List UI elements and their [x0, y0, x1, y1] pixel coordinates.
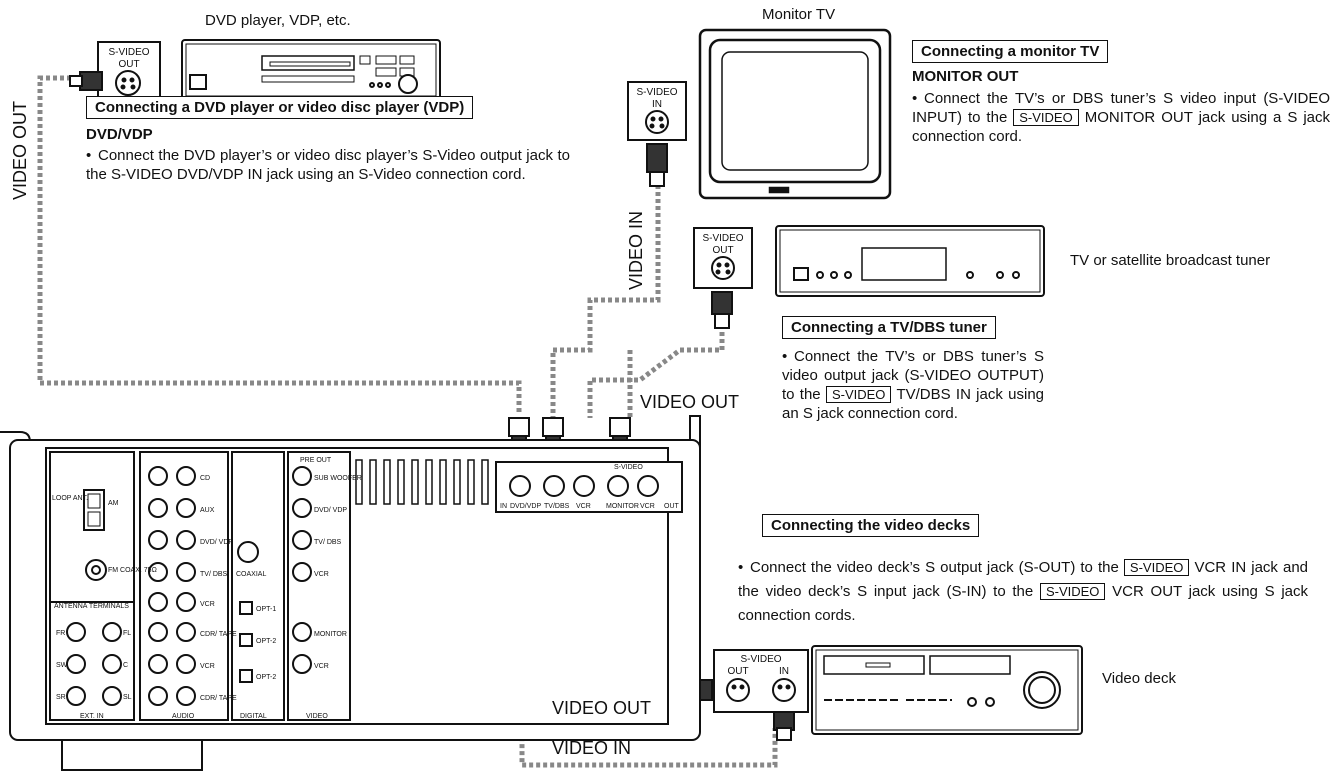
video-deck-caption: Video deck	[1102, 670, 1176, 687]
digital-coaxial: COAXIAL	[236, 571, 266, 578]
audio-tvdbs: TV/ DBS	[200, 571, 228, 578]
receiver-rear-panel	[0, 415, 701, 771]
dvd-video-out-label: VIDEO OUT	[10, 100, 30, 200]
dvd-section-text: •Connect the DVD player’s or video disc …	[86, 147, 570, 183]
video-deck	[811, 645, 1083, 735]
digital-opt2a: OPT-2	[256, 638, 276, 645]
video-tvdbs: TV/ DBS	[314, 539, 342, 546]
tuner-jack-out: OUT	[712, 245, 733, 256]
ext-sr: SR	[56, 694, 66, 701]
video-vcr-out: VCR	[314, 663, 329, 670]
ext-in-label: EXT. IN	[80, 713, 104, 720]
monitor-video-in-label: VIDEO IN	[626, 210, 646, 290]
svideo-dvd-label: DVD/VDP	[510, 503, 541, 510]
tuner-svideo-jack	[693, 227, 753, 329]
svideo-vcr-out-label: VCR	[640, 503, 655, 510]
audio-cd: CD	[200, 475, 210, 482]
tuner-cable	[587, 325, 725, 418]
sub-woofer-label: SUB WOOFER	[314, 475, 362, 482]
audio-cdr-out: CDR/ TAPE	[200, 695, 237, 702]
digital-opt2b: OPT-2	[256, 674, 276, 681]
deck-jack-svideo: S-VIDEO	[740, 654, 781, 665]
audio-label: AUDIO	[172, 713, 195, 720]
dvd-section-header: Connecting a DVD player or video disc pl…	[86, 96, 474, 119]
digital-opt1: OPT-1	[256, 606, 276, 613]
deck-svideo-jacks	[677, 649, 809, 741]
svideo-tvdbs-label: TV/DBS	[544, 503, 570, 510]
dvd-player-caption: DVD player, VDP, etc.	[205, 12, 351, 29]
deck-video-out-label: VIDEO OUT	[552, 698, 652, 718]
monitor-tv	[698, 28, 892, 200]
dvd-jack-svideo: S-VIDEO	[108, 47, 149, 58]
audio-vcr-out: VCR	[200, 663, 215, 670]
ext-sw: SW	[56, 662, 68, 669]
monitor-section-text: •Connect the TV’s or DBS tuner’s S video…	[912, 90, 1330, 145]
ext-c: C	[123, 662, 128, 669]
svideo-panel-title: S-VIDEO	[614, 464, 643, 471]
monitor-jack-svideo: S-VIDEO	[636, 87, 677, 98]
svideo-vcr-in-label: VCR	[576, 503, 591, 510]
ext-fl: FL	[123, 630, 131, 637]
deck-in-cable	[519, 585, 778, 768]
monitor-section-subheader: MONITOR OUT	[912, 68, 1019, 85]
video-vcr-in: VCR	[314, 571, 329, 578]
monitor-jack-in: IN	[652, 99, 662, 110]
antenna-terminals-label: ANTENNA TERMINALS	[54, 603, 129, 610]
monitor-cable	[550, 185, 661, 418]
deck-video-in-label: VIDEO IN	[552, 738, 632, 758]
ext-sl: SL	[123, 694, 132, 701]
tuner-jack-svideo: S-VIDEO	[702, 233, 743, 244]
dvd-player	[181, 39, 441, 101]
monitor-section-header: Connecting a monitor TV	[912, 40, 1109, 63]
pre-out-label: PRE OUT	[300, 457, 332, 464]
monitor-tv-caption: Monitor TV	[762, 6, 836, 23]
deck-jack-out: OUT	[727, 666, 748, 677]
video-monitor: MONITOR	[314, 631, 347, 638]
dvd-section-subheader: DVD/VDP	[86, 126, 153, 143]
tuner-section-text: •Connect the TV’s or DBS tuner’s S video…	[782, 348, 1045, 422]
dvd-jack-out: OUT	[118, 59, 139, 70]
video-dvd: DVD/ VDP	[314, 507, 347, 514]
tuner-section-header: Connecting a TV/DBS tuner	[782, 316, 996, 339]
loop-ant-label: LOOP ANT.	[52, 495, 88, 502]
deck-section-header: Connecting the video decks	[762, 514, 980, 537]
audio-aux: AUX	[200, 507, 215, 514]
svideo-monitor-label: MONITOR	[606, 503, 639, 510]
audio-cdr-in: CDR/ TAPE	[200, 631, 237, 638]
tuner-video-out-label: VIDEO OUT	[640, 392, 740, 412]
audio-dvd: DVD/ VDP	[200, 539, 233, 546]
svideo-panel-in: IN	[500, 503, 507, 510]
video-label: VIDEO	[306, 713, 328, 720]
svideo-panel-out: OUT	[664, 503, 680, 510]
ext-fr: FR	[56, 630, 65, 637]
monitor-svideo-jack	[627, 81, 687, 187]
deck-jack-in: IN	[779, 666, 789, 677]
digital-label: DIGITAL	[240, 713, 267, 720]
tuner-caption: TV or satellite broadcast tuner	[1070, 252, 1271, 269]
deck-section-text: •Connect the video deck’s S output jack …	[738, 559, 1309, 624]
tv-dbs-tuner	[775, 225, 1045, 297]
dvd-cable	[37, 75, 522, 415]
am-label: AM	[108, 500, 119, 507]
fm-label: FM COAX. 75Ω	[108, 567, 157, 574]
audio-vcr-in: VCR	[200, 601, 215, 608]
